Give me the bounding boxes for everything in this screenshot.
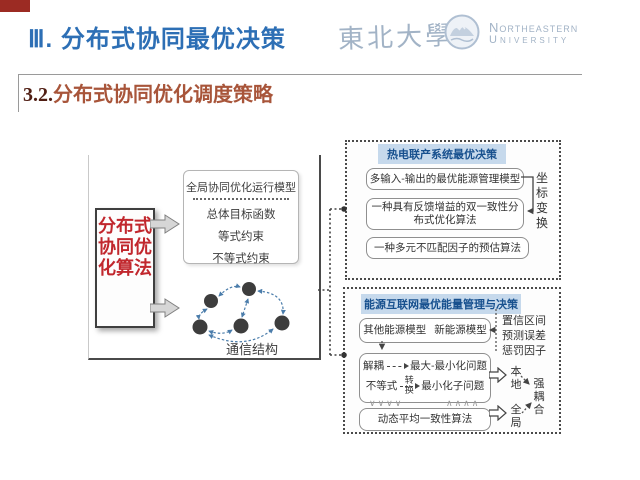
flow-row: 解耦 最大-最小化问题	[363, 360, 487, 373]
hollow-arrow-icon	[489, 405, 507, 421]
decouple-label: 解耦	[362, 360, 384, 372]
up-chevrons: ∧∧∧∧	[446, 398, 481, 408]
local-label: 本地	[510, 365, 522, 391]
coordinate-transform-label: 坐标变换	[535, 171, 548, 230]
global-model-box: 全局协同优化运行模型 总体目标函数 等式约束 不等式约束	[183, 170, 299, 265]
transform-label-top: 转	[404, 376, 414, 386]
consensus-algorithm-box: 动态平均一致性算法	[359, 408, 491, 431]
min-subproblem-label: 最小化子问题	[421, 380, 485, 392]
energy-internet-panel: 能源互联网最优能量管理与决策 其他能源模型 新能源模型 置信区间 预测误差 惩罚…	[343, 287, 561, 434]
flow-arrow-icon	[150, 214, 180, 234]
page-title: Ⅲ. 分布式协同最优决策	[28, 26, 286, 53]
strong-coupling-label: 强耦合	[533, 377, 545, 416]
model-item: 总体目标函数	[206, 207, 276, 221]
model-item: 等式约束	[218, 229, 264, 243]
section-subtitle: 3.2.分布式协同优化调度策略	[23, 78, 273, 107]
subtitle-number: 3.2.	[23, 84, 53, 106]
global-label: 全局	[510, 403, 522, 429]
transform-label-bottom: 换	[404, 386, 414, 396]
chp-decision-panel: 热电联产系统最优决策 多输入-输出的最优能源管理模型 一种具有反馈增益的双一致性…	[345, 140, 561, 280]
university-name: Northeastern University	[489, 21, 578, 47]
transform-arrow: 转 换	[400, 376, 421, 396]
inequality-label: 不等式	[365, 380, 398, 392]
down-chevrons: ∨∨∨∨	[369, 398, 404, 408]
model-box-title: 全局协同优化运行模型	[186, 181, 296, 194]
header-divider	[18, 74, 582, 75]
chp-item-box: 一种多元不匹配因子的预估算法	[366, 237, 529, 259]
penalty-factor-label: 惩罚因子	[502, 344, 546, 357]
chp-item-box: 多输入-输出的最优能源管理模型	[366, 168, 524, 190]
university-name-line1: Northeastern	[489, 20, 579, 35]
model-item: 不等式约束	[212, 251, 270, 265]
dashed-arrow-icon	[400, 383, 421, 389]
decoupling-box: 解耦 最大-最小化问题 不等式 转 换 最小化子问题	[359, 353, 491, 403]
dotted-divider	[193, 198, 289, 200]
flow-arrow-icon	[150, 298, 180, 318]
corner-flag	[0, 0, 30, 12]
other-energy-model-label: 其他能源模型	[363, 324, 427, 336]
confidence-interval-label: 置信区间	[502, 314, 546, 327]
prediction-error-label: 预测误差	[502, 329, 546, 342]
main-diagram-frame	[88, 155, 321, 360]
communication-network-graphic	[192, 282, 290, 343]
energy-models-box: 其他能源模型 新能源模型	[359, 318, 491, 343]
subtitle-left-rule	[18, 74, 19, 112]
network-label: 通信结构	[226, 343, 279, 358]
new-energy-model-label: 新能源模型	[434, 324, 487, 336]
hollow-arrow-icon	[489, 367, 507, 383]
dashed-arrow-icon	[386, 363, 409, 369]
university-calligraphy-logo: 東北大學	[337, 20, 455, 56]
maxmin-problem-label: 最大-最小化问题	[409, 360, 488, 372]
distributed-algorithm-box: 分布式协同优化算法	[95, 208, 155, 328]
energy-panel-title: 能源互联网最优能量管理与决策	[361, 294, 521, 314]
chp-item-box: 一种具有反馈增益的双一致性分布式优化算法	[366, 198, 524, 230]
chp-panel-title: 热电联产系统最优决策	[378, 144, 506, 164]
university-seal-icon	[444, 14, 480, 50]
subtitle-text: 分布式协同优化调度策略	[53, 84, 273, 106]
university-name-line2: University	[489, 34, 570, 46]
flow-row: 不等式 转 换 最小化子问题	[366, 377, 485, 396]
